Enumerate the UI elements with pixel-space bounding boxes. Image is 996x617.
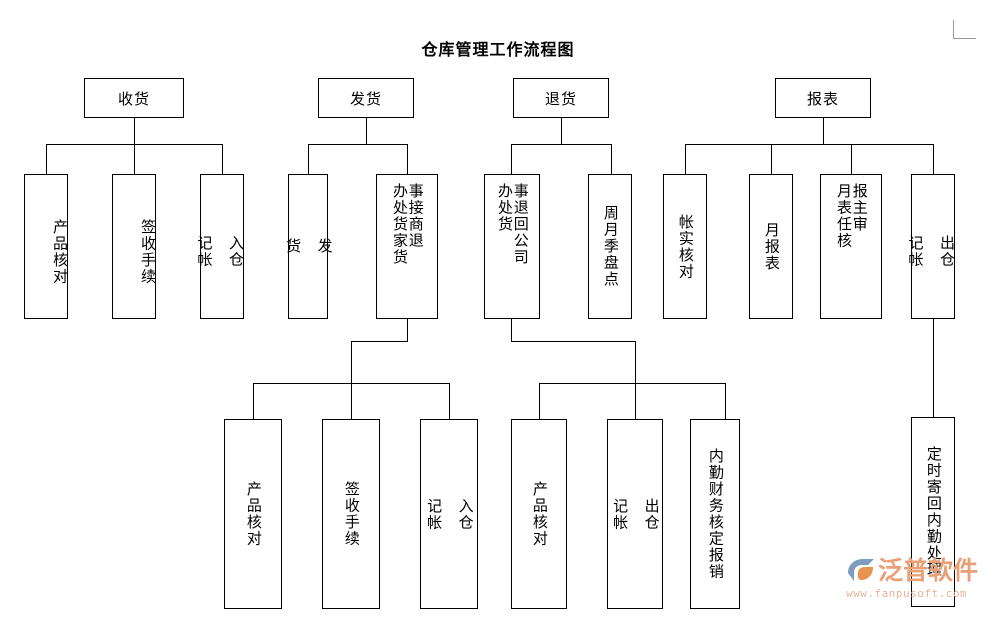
- page-title: 仓库管理工作流程图: [421, 40, 575, 59]
- connector-return-g-drop-1: [539, 383, 540, 419]
- connector-ship-bus: [308, 144, 407, 145]
- connector-return-stem: [561, 118, 562, 144]
- watermark-row: 泛普软件: [846, 556, 996, 586]
- node-return-child-1-label: 事退回公司 办处货: [485, 175, 539, 318]
- node-receive-child-2[interactable]: 签收手续: [112, 174, 157, 319]
- connector-report-c4-stem: [933, 319, 934, 417]
- connector-ship-g-drop-3: [449, 383, 450, 419]
- node-ship-grandchild-2[interactable]: 签收手续: [322, 419, 380, 609]
- node-report-child-3[interactable]: 报主审 月表任核: [820, 174, 882, 319]
- watermark-brand: 泛普软件: [878, 556, 979, 585]
- watermark: 泛普软件 www.fanpusoft.com: [846, 556, 996, 612]
- connector-return-drop-2: [611, 144, 612, 174]
- node-return-grandchild-2[interactable]: 出仓 记帐: [607, 419, 663, 609]
- node-return-grandchild-3-label: 内勤财务核定报销: [706, 448, 725, 580]
- node-receive-child-1-label: 产品核对: [51, 218, 69, 285]
- connector-ship-g-drop-1: [253, 383, 254, 419]
- connector-return-bus: [511, 144, 611, 145]
- connector-return-g-bus: [539, 383, 725, 384]
- node-return-grandchild-2-label: 出仓 记帐: [611, 497, 661, 531]
- connector-return-g-drop-2: [635, 383, 636, 419]
- watermark-url: www.fanpusoft.com: [846, 587, 968, 600]
- node-receive[interactable]: 收货: [84, 78, 184, 118]
- connector-return-g-stem-b: [635, 341, 636, 383]
- node-ship-child-2-label: 事接商退 办处货家货: [377, 175, 437, 318]
- connector-ship-drop-2: [407, 144, 408, 174]
- node-report-child-2[interactable]: 月报表: [749, 174, 793, 319]
- connector-return-g-stem-a: [511, 319, 512, 341]
- node-ship-label: 发货: [349, 89, 382, 108]
- node-return-child-2[interactable]: 周月季盘点: [588, 174, 632, 319]
- node-report-child-4-child-label: 定时寄回内勤处理: [924, 446, 943, 578]
- node-return-child-1-col-left: 办处货: [496, 183, 514, 233]
- connector-ship-g-drop-2: [351, 383, 352, 419]
- connector-receive-drop-2: [134, 144, 135, 174]
- connector-receive-drop-3: [222, 144, 223, 174]
- connector-ship-g-stem-a: [407, 319, 408, 341]
- node-report-child-4-child[interactable]: 定时寄回内勤处理: [911, 417, 955, 607]
- node-ship-child-1-label: 发 货: [284, 238, 334, 255]
- connector-report-stem: [823, 118, 824, 144]
- node-receive-label: 收货: [117, 89, 150, 108]
- node-report-child-1[interactable]: 帐实核对: [663, 174, 707, 319]
- node-ship-grandchild-1-label: 产品核对: [244, 481, 263, 547]
- connector-ship-drop-1: [308, 144, 309, 174]
- connector-report-drop-1: [685, 144, 686, 174]
- node-report-child-4-label: 出仓 记帐: [906, 235, 957, 268]
- node-report-label: 报表: [806, 89, 839, 108]
- connector-receive-drop-1: [46, 144, 47, 174]
- connector-report-drop-4: [933, 144, 934, 174]
- node-return-label: 退货: [544, 89, 577, 108]
- node-report-child-3-col-left: 月表任核: [835, 183, 853, 249]
- node-receive-child-3[interactable]: 入仓 记帐: [195, 174, 246, 319]
- node-report-child-3-col-right: 报主审: [850, 183, 869, 233]
- node-return-grandchild-3[interactable]: 内勤财务核定报销: [690, 419, 740, 609]
- node-ship-child-1[interactable]: 发 货: [284, 174, 334, 319]
- node-ship-grandchild-1[interactable]: 产品核对: [224, 419, 282, 609]
- node-ship-grandchild-2-label: 签收手续: [342, 481, 361, 547]
- node-receive-child-3-label: 入仓 记帐: [195, 235, 246, 268]
- node-return-child-1-col-right: 事退回公司: [511, 183, 530, 266]
- node-return-child-1[interactable]: 事退回公司 办处货: [484, 174, 540, 319]
- connector-report-drop-3: [851, 144, 852, 174]
- connector-receive-stem: [134, 118, 135, 144]
- node-ship[interactable]: 发货: [318, 78, 414, 118]
- connector-report-bus: [685, 144, 933, 145]
- connector-ship-stem: [366, 118, 367, 144]
- page-corner-guide: [953, 20, 976, 39]
- connector-return-g-jog: [511, 341, 635, 342]
- node-ship-child-2[interactable]: 事接商退 办处货家货: [376, 174, 438, 319]
- connector-return-g-drop-3: [725, 383, 726, 419]
- node-ship-child-2-col-left: 办处货家货: [391, 183, 409, 266]
- fanpu-logo-icon: [846, 556, 876, 586]
- node-report-child-4[interactable]: 出仓 记帐: [906, 174, 957, 319]
- node-receive-child-2-label: 签收手续: [139, 218, 157, 285]
- node-return-grandchild-1-label: 产品核对: [530, 481, 549, 547]
- node-ship-grandchild-3-label: 入仓 记帐: [425, 497, 475, 531]
- node-receive-child-1[interactable]: 产品核对: [24, 174, 69, 319]
- node-return-grandchild-1[interactable]: 产品核对: [511, 419, 567, 609]
- connector-ship-g-stem-b: [351, 341, 352, 383]
- connector-return-drop-1: [511, 144, 512, 174]
- node-ship-child-2-col-right: 事接商退: [406, 183, 425, 249]
- node-report-child-2-label: 月报表: [762, 221, 781, 272]
- node-report[interactable]: 报表: [775, 78, 871, 118]
- node-report-child-1-label: 帐实核对: [676, 213, 695, 280]
- node-ship-grandchild-3[interactable]: 入仓 记帐: [420, 419, 478, 609]
- node-report-child-3-label: 报主审 月表任核: [821, 175, 881, 318]
- node-return-child-2-label: 周月季盘点: [601, 205, 620, 288]
- node-return[interactable]: 退货: [513, 78, 609, 118]
- connector-report-drop-2: [771, 144, 772, 174]
- connector-ship-g-jog: [351, 341, 408, 342]
